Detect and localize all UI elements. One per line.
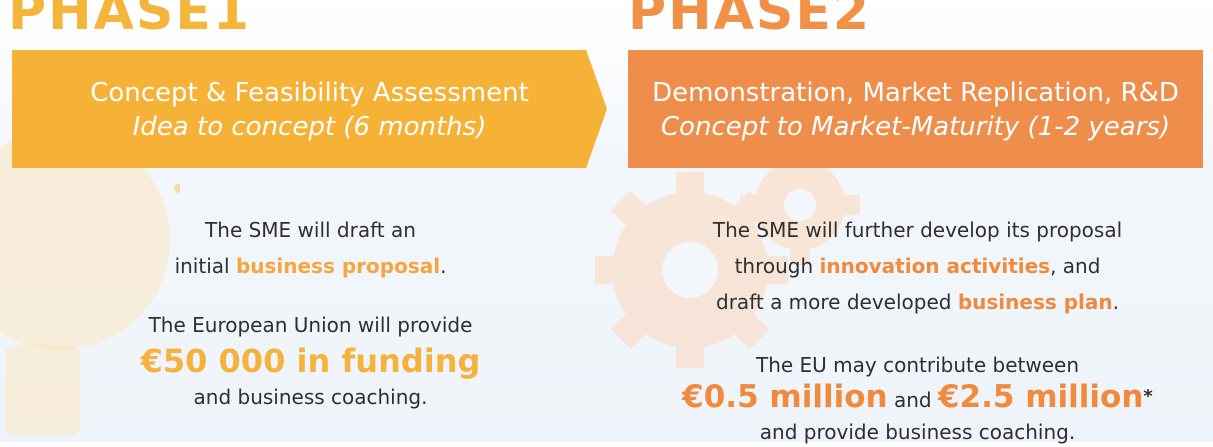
phase2-funding-intro: The EU may contribute between bbox=[755, 353, 1079, 377]
phase2-banner-subheading: Concept to Market-Maturity (1-2 years) bbox=[660, 112, 1171, 142]
phase1-funding-amount: €50 000 in funding bbox=[140, 342, 481, 380]
phase2-desc-line2: through innovation activities, and bbox=[665, 248, 1170, 284]
phase2-funding-coaching: and provide business coaching. bbox=[759, 420, 1076, 444]
phase1-funding: The European Union will provide €50 000 … bbox=[113, 308, 508, 414]
phase2-desc-line3-pre: draft a more developed bbox=[716, 290, 958, 314]
phase2-desc-line3: draft a more developed business plan. bbox=[665, 284, 1170, 320]
phase1-description: The SME will draft an initial business p… bbox=[138, 212, 483, 284]
phase2-business-plan-highlight: business plan bbox=[957, 290, 1113, 314]
phase1-banner-heading: Concept & Feasibility Assessment bbox=[90, 78, 529, 108]
phase2-desc-line2-pre: through bbox=[734, 254, 820, 278]
phase1-funding-coaching: and business coaching. bbox=[193, 385, 428, 409]
phase2-desc-line1: The SME will further develop its proposa… bbox=[712, 218, 1123, 242]
phase2-desc-line3-post: . bbox=[1112, 290, 1119, 314]
phase2-innovation-activities-highlight: innovation activities bbox=[819, 254, 1051, 278]
phase1-desc-line2-pre: initial bbox=[174, 254, 236, 278]
phase2-banner-heading: Demonstration, Market Replication, R&D bbox=[652, 78, 1179, 108]
phase2-funding: The EU may contribute between €0.5 milli… bbox=[640, 350, 1195, 447]
phase1-funding-intro: The European Union will provide bbox=[148, 313, 473, 337]
phase2-desc-line2-post: , and bbox=[1050, 254, 1101, 278]
gears-icon bbox=[595, 150, 860, 368]
phase2-amount-low: €0.5 million bbox=[682, 379, 888, 415]
phase2-banner: Demonstration, Market Replication, R&D C… bbox=[628, 50, 1203, 168]
phase1-desc-line2: initial business proposal. bbox=[138, 248, 483, 284]
phase2-amount-and: and bbox=[887, 388, 938, 412]
phase1-desc-line1: The SME will draft an bbox=[205, 218, 416, 242]
lightbulb-icon bbox=[0, 140, 180, 435]
phase1-title: PHASE1 bbox=[8, 0, 252, 42]
phase1-business-proposal-highlight: business proposal bbox=[235, 254, 441, 278]
phase2-title: PHASE2 bbox=[628, 0, 872, 42]
phase1-banner-subheading: Idea to concept (6 months) bbox=[132, 112, 487, 142]
phase1-banner: Concept & Feasibility Assessment Idea to… bbox=[12, 50, 607, 168]
phase2-funding-amounts: €0.5 million and €2.5 million* bbox=[640, 380, 1195, 417]
phase2-description: The SME will further develop its proposa… bbox=[665, 212, 1170, 320]
phase1-desc-line2-post: . bbox=[440, 254, 447, 278]
phase2-amount-high: €2.5 million bbox=[937, 379, 1144, 415]
phase2-amount-asterisk: * bbox=[1143, 386, 1153, 407]
